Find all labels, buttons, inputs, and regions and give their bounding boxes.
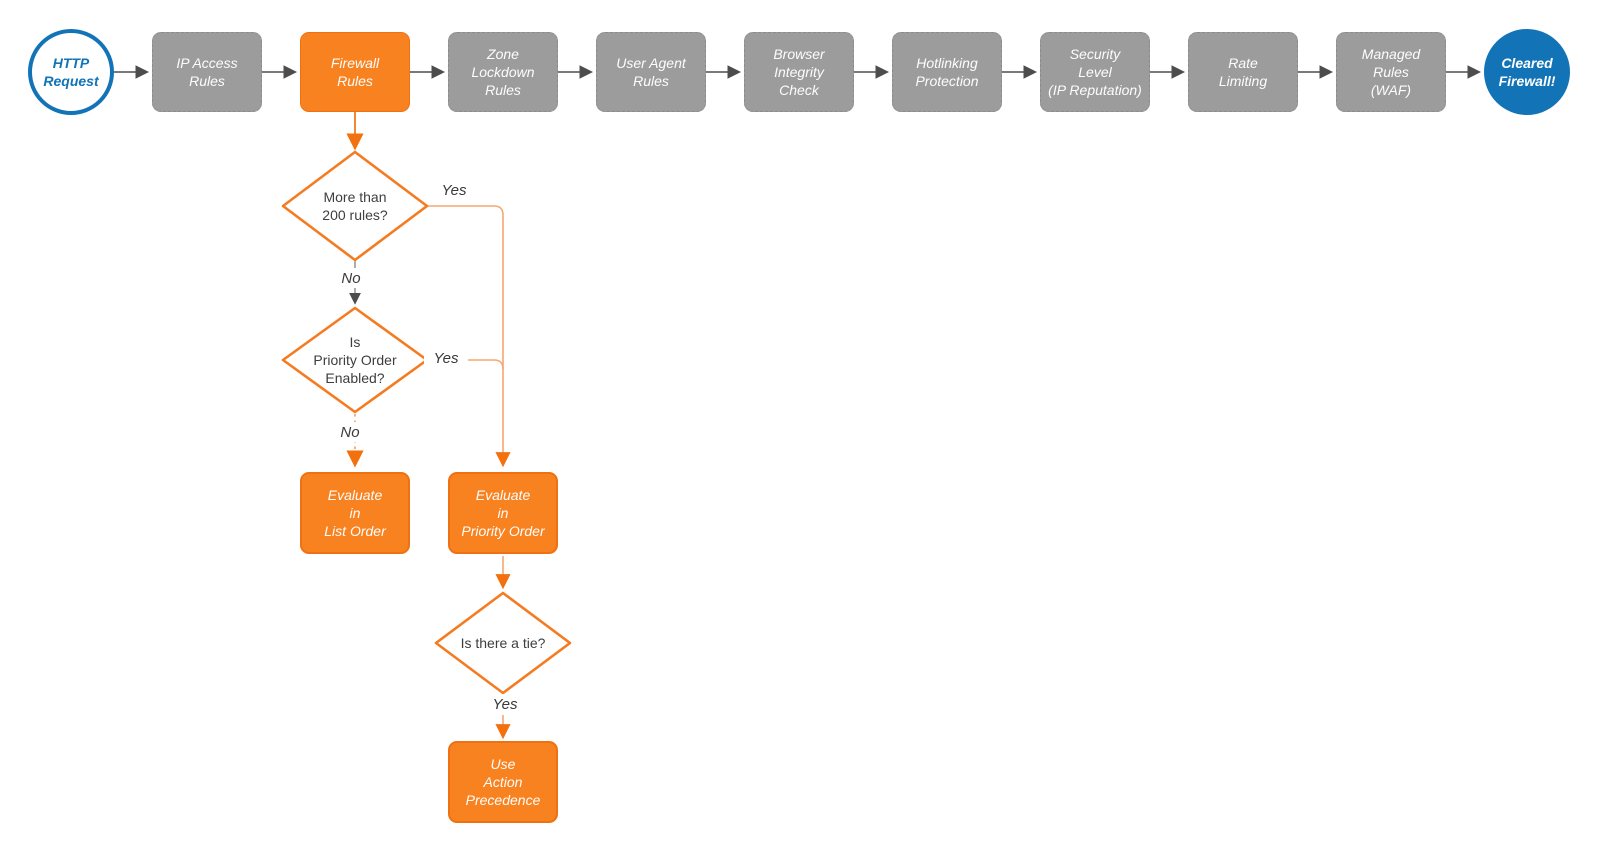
action-use-action-precedence: Use Action Precedence [448,741,558,823]
decision-more-than-200-rules-label: More than 200 rules? [322,189,388,223]
decision-is-there-a-tie-label: Is there a tie? [460,635,546,651]
stage-managed-rules-waf: Managed Rules (WAF) [1336,32,1446,112]
edge-priority-yes [428,359,504,370]
stage-user-agent-rules: User Agent Rules [596,32,706,112]
edge-label-rules-no: No [333,268,369,288]
edge-label-rules-yes: Yes [430,180,478,200]
stage-firewall-rules: Firewall Rules [300,32,410,112]
stage-zone-lockdown-rules: Zone Lockdown Rules [448,32,558,112]
end-node-cleared-firewall: Cleared Firewall! [1484,29,1570,115]
decision-diamonds [281,150,572,695]
stage-ip-access-rules: IP Access Rules [152,32,262,112]
edge-label-priority-yes: Yes [424,347,468,369]
stage-browser-integrity-check: Browser Integrity Check [744,32,854,112]
decision-priority-order-enabled-label: Is Priority Order Enabled? [313,334,397,386]
stage-rate-limiting: Rate Limiting [1188,32,1298,112]
stage-security-level: Security Level (IP Reputation) [1040,32,1150,112]
decision-priority-order-enabled-shape [281,306,429,414]
edge-label-tie-yes: Yes [483,694,527,715]
decision-more-than-200-rules-shape [281,150,429,262]
action-evaluate-in-priority-order: Evaluate in Priority Order [448,472,558,554]
start-node-http-request: HTTP Request [28,29,114,115]
edge-label-priority-no: No [332,422,368,442]
decision-is-there-a-tie-shape [434,591,572,695]
edge-rules-yes [428,205,511,468]
action-evaluate-in-list-order: Evaluate in List Order [300,472,410,554]
stage-hotlinking-protection: Hotlinking Protection [892,32,1002,112]
